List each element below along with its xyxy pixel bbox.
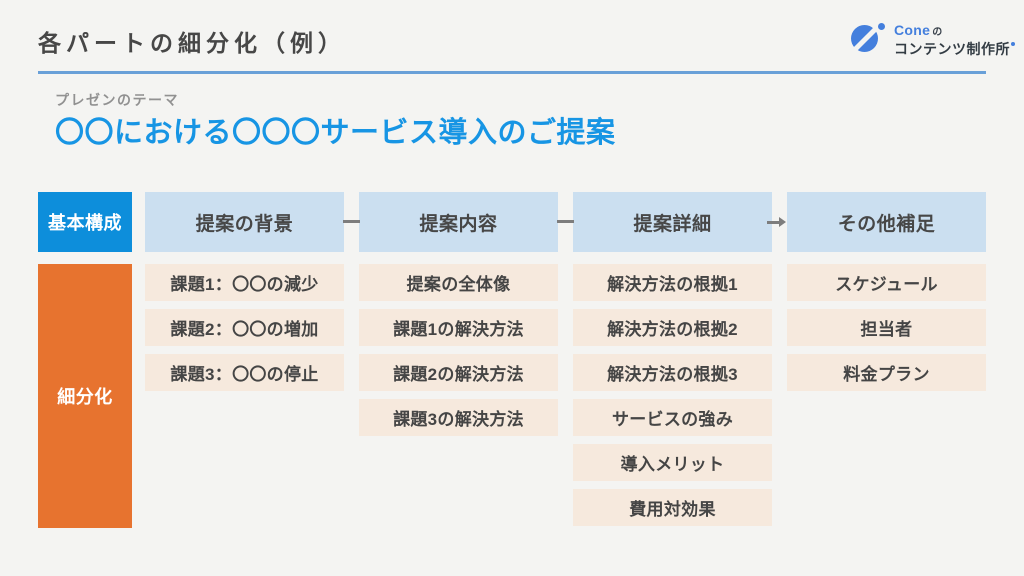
row-label-subdivision: 細分化 xyxy=(38,264,132,528)
logo-particle-text: の xyxy=(932,27,943,38)
column-header: その他補足 xyxy=(787,192,986,252)
arrow-head xyxy=(779,217,786,227)
page-title: 各パートの細分化（例） xyxy=(38,30,346,56)
table-cell: 課題1の解決方法 xyxy=(359,309,558,346)
table-cell: 解決方法の根拠3 xyxy=(573,354,772,391)
table-cell: 課題3の解決方法 xyxy=(359,399,558,436)
column-proposal-details: 提案詳細 解決方法の根拠1 解決方法の根拠2 解決方法の根拠3 サービスの強み … xyxy=(573,192,772,534)
table-cell: 課題3：〇〇の停止 xyxy=(145,354,344,391)
table-cell: 課題2：〇〇の増加 xyxy=(145,309,344,346)
connector-dash-icon xyxy=(557,220,574,223)
logo-name-text: コンテンツ制作所 xyxy=(894,41,1015,58)
table-cell: 担当者 xyxy=(787,309,986,346)
column-header: 提案の背景 xyxy=(145,192,344,252)
connector-dash-icon xyxy=(343,220,360,223)
column-proposal-background: 提案の背景 課題1：〇〇の減少 課題2：〇〇の増加 課題3：〇〇の停止 xyxy=(145,192,344,399)
logo-mini-dot-icon xyxy=(1011,42,1015,46)
theme-label: プレゼンのテーマ xyxy=(55,92,179,108)
column-other-notes: その他補足 スケジュール 担当者 料金プラン xyxy=(787,192,986,399)
title-divider xyxy=(38,71,986,74)
logo-dot-shape xyxy=(878,23,885,30)
arrow-line xyxy=(767,220,779,224)
table-cell: 費用対効果 xyxy=(573,489,772,526)
table-cell: 解決方法の根拠2 xyxy=(573,309,772,346)
table-cell: 解決方法の根拠1 xyxy=(573,264,772,301)
table-cell: 課題1：〇〇の減少 xyxy=(145,264,344,301)
theme-title: 〇〇における〇〇〇サービス導入のご提案 xyxy=(55,117,616,149)
row-label-basic-structure: 基本構成 xyxy=(38,192,132,252)
table-cell: 導入メリット xyxy=(573,444,772,481)
table-cell: スケジュール xyxy=(787,264,986,301)
column-header: 提案詳細 xyxy=(573,192,772,252)
column-proposal-content: 提案内容 提案の全体像 課題1の解決方法 課題2の解決方法 課題3の解決方法 xyxy=(359,192,558,444)
logo-name-label: コンテンツ制作所 xyxy=(894,41,1010,57)
logo-brand-text: Cone xyxy=(894,22,931,38)
table-cell: 提案の全体像 xyxy=(359,264,558,301)
table-cell: 料金プラン xyxy=(787,354,986,391)
column-header: 提案内容 xyxy=(359,192,558,252)
table-cell: サービスの強み xyxy=(573,399,772,436)
cone-logo-icon xyxy=(851,19,885,57)
connector-arrow-icon xyxy=(767,215,786,229)
table-cell: 課題2の解決方法 xyxy=(359,354,558,391)
